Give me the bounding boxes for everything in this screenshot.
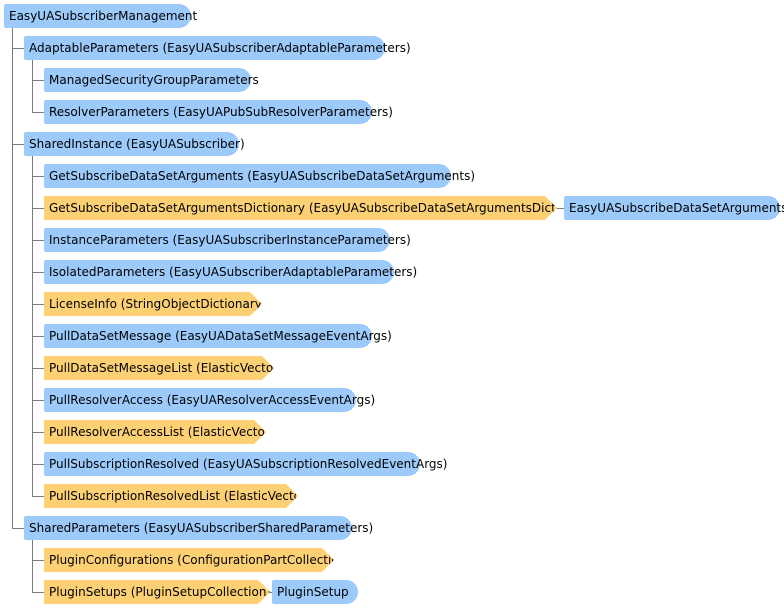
node-label: AdaptableParameters (EasyUASubscriberAda… — [29, 41, 411, 55]
node-managedsecuritygroupparameters[interactable]: ManagedSecurityGroupParameters — [44, 68, 259, 92]
node-easyuasubscribermanagement[interactable]: EasyUASubscriberManagement — [4, 4, 197, 28]
node-label: ManagedSecurityGroupParameters — [49, 73, 259, 87]
node-pulldatasetmessage[interactable]: PullDataSetMessage (EasyUADataSetMessage… — [44, 324, 392, 348]
node-pullsubscriptionresolvedlist[interactable]: PullSubscriptionResolvedList (ElasticVec… — [44, 484, 298, 508]
connector-line — [32, 208, 44, 209]
connector-line — [32, 540, 33, 593]
node-pluginconfigurations[interactable]: PluginConfigurations (ConfigurationPartC… — [44, 548, 334, 572]
connector-line — [32, 432, 44, 433]
connector-line — [32, 304, 44, 305]
connector-line — [32, 496, 44, 497]
connector-line — [32, 272, 44, 273]
node-label: InstanceParameters (EasyUASubscriberInst… — [49, 233, 411, 247]
node-sharedparameters[interactable]: SharedParameters (EasyUASubscriberShared… — [24, 516, 373, 540]
connector-line — [32, 592, 44, 593]
node-resolverparameters[interactable]: ResolverParameters (EasyUAPubSubResolver… — [44, 100, 393, 124]
node-label: PluginConfigurations (ConfigurationPartC… — [49, 553, 351, 567]
node-label: PullDataSetMessageList (ElasticVector) — [49, 361, 283, 375]
node-label: SharedInstance (EasyUASubscriber) — [29, 137, 245, 151]
node-pluginsetups[interactable]: PluginSetups (PluginSetupCollection) — [44, 580, 270, 604]
node-easyuasubscribedatasetarguments[interactable]: EasyUASubscribeDataSetArguments — [564, 196, 784, 220]
node-label: PullSubscriptionResolvedList (ElasticVec… — [49, 489, 311, 503]
node-getsubscribedatasetargumentsdictionary[interactable]: GetSubscribeDataSetArgumentsDictionary (… — [44, 196, 557, 220]
node-getsubscribedatasetarguments[interactable]: GetSubscribeDataSetArguments (EasyUASubs… — [44, 164, 475, 188]
connector-line — [32, 560, 44, 561]
connector-line — [12, 528, 24, 529]
connector-line — [32, 464, 44, 465]
connector-line — [32, 176, 44, 177]
node-label: GetSubscribeDataSetArgumentsDictionary (… — [49, 201, 599, 215]
connector-line — [32, 112, 44, 113]
node-sharedinstance[interactable]: SharedInstance (EasyUASubscriber) — [24, 132, 245, 156]
connector-line — [32, 60, 33, 113]
node-label: EasyUASubscribeDataSetArguments — [569, 201, 784, 215]
connector-line — [32, 336, 44, 337]
node-label: LicenseInfo (StringObjectDictionary) — [49, 297, 267, 311]
connector-line — [12, 48, 24, 49]
node-pullresolveraccess[interactable]: PullResolverAccess (EasyUAResolverAccess… — [44, 388, 375, 412]
node-label: SharedParameters (EasyUASubscriberShared… — [29, 521, 374, 535]
node-pullsubscriptionresolved[interactable]: PullSubscriptionResolved (EasyUASubscrip… — [44, 452, 447, 476]
node-label: PullResolverAccessList (ElasticVector) — [49, 425, 275, 439]
connector-line — [12, 28, 13, 529]
connector-line — [12, 144, 24, 145]
node-isolatedparameters[interactable]: IsolatedParameters (EasyUASubscriberAdap… — [44, 260, 417, 284]
connector-line — [32, 80, 44, 81]
connector-line — [32, 156, 33, 497]
connector-line — [270, 592, 272, 593]
node-label: GetSubscribeDataSetArguments (EasyUASubs… — [49, 169, 476, 183]
node-label: ResolverParameters (EasyUAPubSubResolver… — [49, 105, 393, 119]
node-pullresolveraccesslist[interactable]: PullResolverAccessList (ElasticVector) — [44, 420, 266, 444]
node-label: PullResolverAccess (EasyUAResolverAccess… — [49, 393, 376, 407]
connector-line — [32, 240, 44, 241]
node-label: EasyUASubscriberManagement — [9, 9, 198, 23]
connector-line — [32, 400, 44, 401]
node-label: PluginSetup — [277, 585, 349, 599]
node-label: PullSubscriptionResolved (EasyUASubscrip… — [49, 457, 448, 471]
connector-line — [557, 208, 564, 209]
node-adaptableparameters[interactable]: AdaptableParameters (EasyUASubscriberAda… — [24, 36, 411, 60]
node-instanceparameters[interactable]: InstanceParameters (EasyUASubscriberInst… — [44, 228, 411, 252]
node-pluginsetup[interactable]: PluginSetup — [272, 580, 358, 604]
node-label: PullDataSetMessage (EasyUADataSetMessage… — [49, 329, 392, 343]
node-licenseinfo[interactable]: LicenseInfo (StringObjectDictionary) — [44, 292, 262, 316]
node-pulldatasetmessagelist[interactable]: PullDataSetMessageList (ElasticVector) — [44, 356, 274, 380]
node-label: PluginSetups (PluginSetupCollection) — [49, 585, 272, 599]
connector-line — [32, 368, 44, 369]
node-label: IsolatedParameters (EasyUASubscriberAdap… — [49, 265, 418, 279]
